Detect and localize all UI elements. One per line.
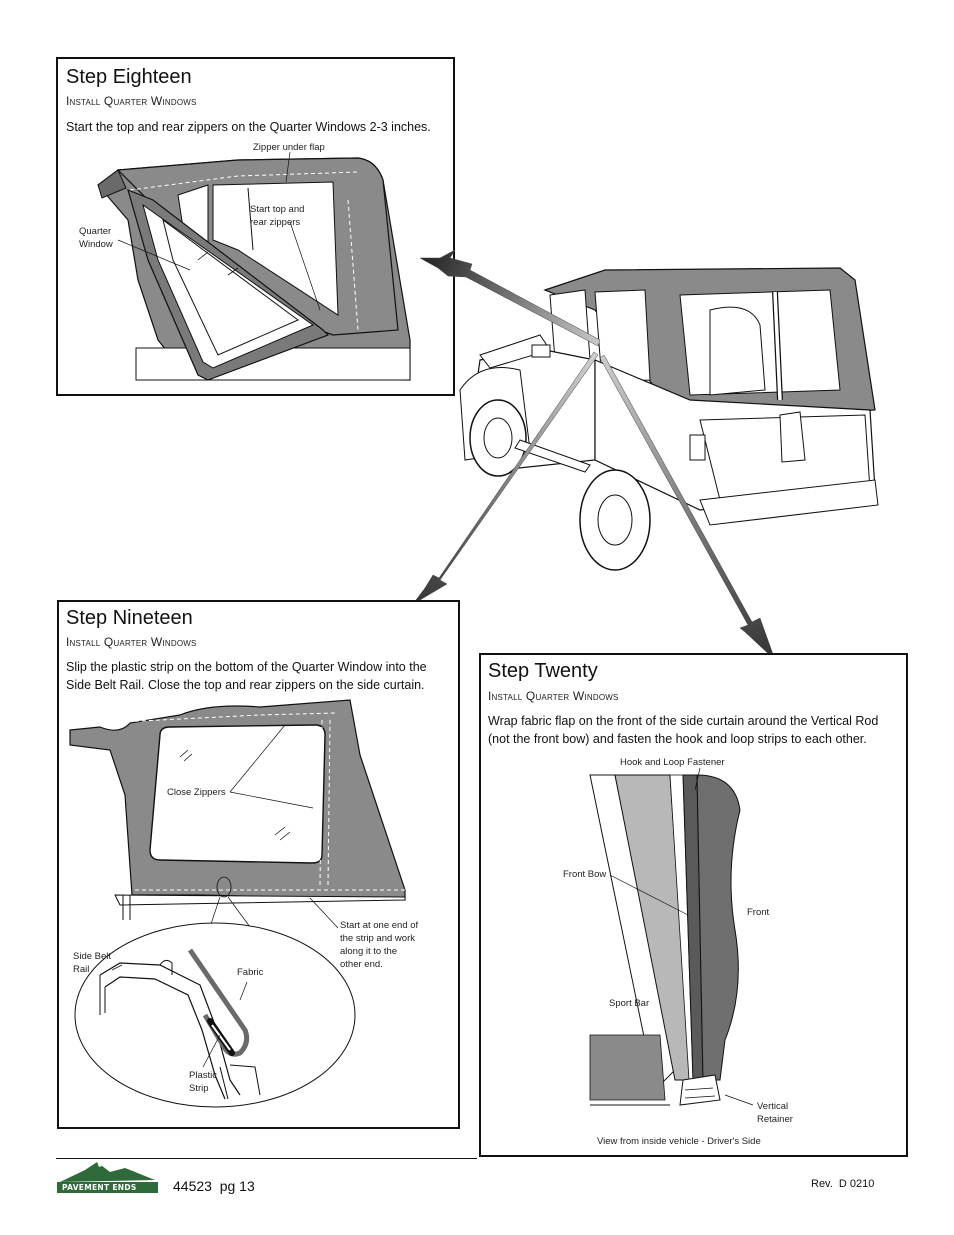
step-eighteen-subtitle: Install Quarter Windows xyxy=(66,94,197,108)
step-twenty-subtitle: Install Quarter Windows xyxy=(488,689,619,703)
label-view-caption: View from inside vehicle - Driver's Side xyxy=(597,1136,761,1147)
label-zipper-under-flap: Zipper under flap xyxy=(253,142,325,153)
label-start-zippers-line2: rear zippers xyxy=(250,217,301,228)
label-hook-loop-fastener: Hook and Loop Fastener xyxy=(620,757,725,768)
label-fabric: Fabric xyxy=(237,967,264,978)
quarter-window-illustration xyxy=(97,151,411,381)
label-sport-bar: Sport Bar xyxy=(609,998,650,1009)
label-start-end-line2: the strip and work xyxy=(340,933,415,944)
pavement-ends-logo-text: PAVEMENT ENDS xyxy=(62,1183,137,1192)
label-start-zippers-line1: Start top and xyxy=(250,204,305,215)
label-plastic-strip-line2: Strip xyxy=(189,1083,209,1094)
revision-code: Rev. D 0210 xyxy=(811,1178,875,1190)
label-vertical-retainer-line1: Vertical xyxy=(757,1101,789,1112)
label-close-zippers: Close Zippers xyxy=(167,787,226,798)
footer-rule xyxy=(56,1158,477,1159)
step-nineteen-title: Step Nineteen xyxy=(66,607,193,629)
pavement-ends-logo xyxy=(57,1162,158,1193)
label-side-belt-line1: Side Belt xyxy=(73,951,112,962)
step-twenty-instruction-line1: Wrap fabric flap on the front of the sid… xyxy=(488,714,879,728)
label-start-end-line4: other end. xyxy=(340,959,383,970)
label-front-bow: Front Bow xyxy=(563,869,607,880)
step-nineteen-instruction-line2: Side Belt Rail. Close the top and rear z… xyxy=(66,678,425,692)
step-nineteen-instruction-line1: Slip the plastic strip on the bottom of … xyxy=(66,660,427,674)
label-start-end-line1: Start at one end of xyxy=(340,920,419,931)
label-start-end-line3: along it to the xyxy=(340,946,398,957)
step-eighteen-title: Step Eighteen xyxy=(66,66,192,88)
label-quarter-window-line2: Window xyxy=(79,239,113,250)
step-twenty-instruction-line2: (not the front bow) and fasten the hook … xyxy=(488,732,867,746)
step-twenty-title: Step Twenty xyxy=(488,660,598,682)
page-number: 44523 pg 13 xyxy=(173,1178,255,1194)
label-quarter-window-line1: Quarter xyxy=(79,226,112,237)
label-front: Front xyxy=(747,907,770,918)
vertical-rod-illustration xyxy=(589,767,754,1106)
label-vertical-retainer-line2: Retainer xyxy=(757,1114,793,1125)
step-nineteen-subtitle: Install Quarter Windows xyxy=(66,635,197,649)
label-plastic-strip-line1: Plastic xyxy=(189,1070,217,1081)
side-curtain-illustration xyxy=(69,699,406,1108)
label-side-belt-line2: Rail xyxy=(73,964,90,975)
step-eighteen-instruction: Start the top and rear zippers on the Qu… xyxy=(66,120,431,134)
